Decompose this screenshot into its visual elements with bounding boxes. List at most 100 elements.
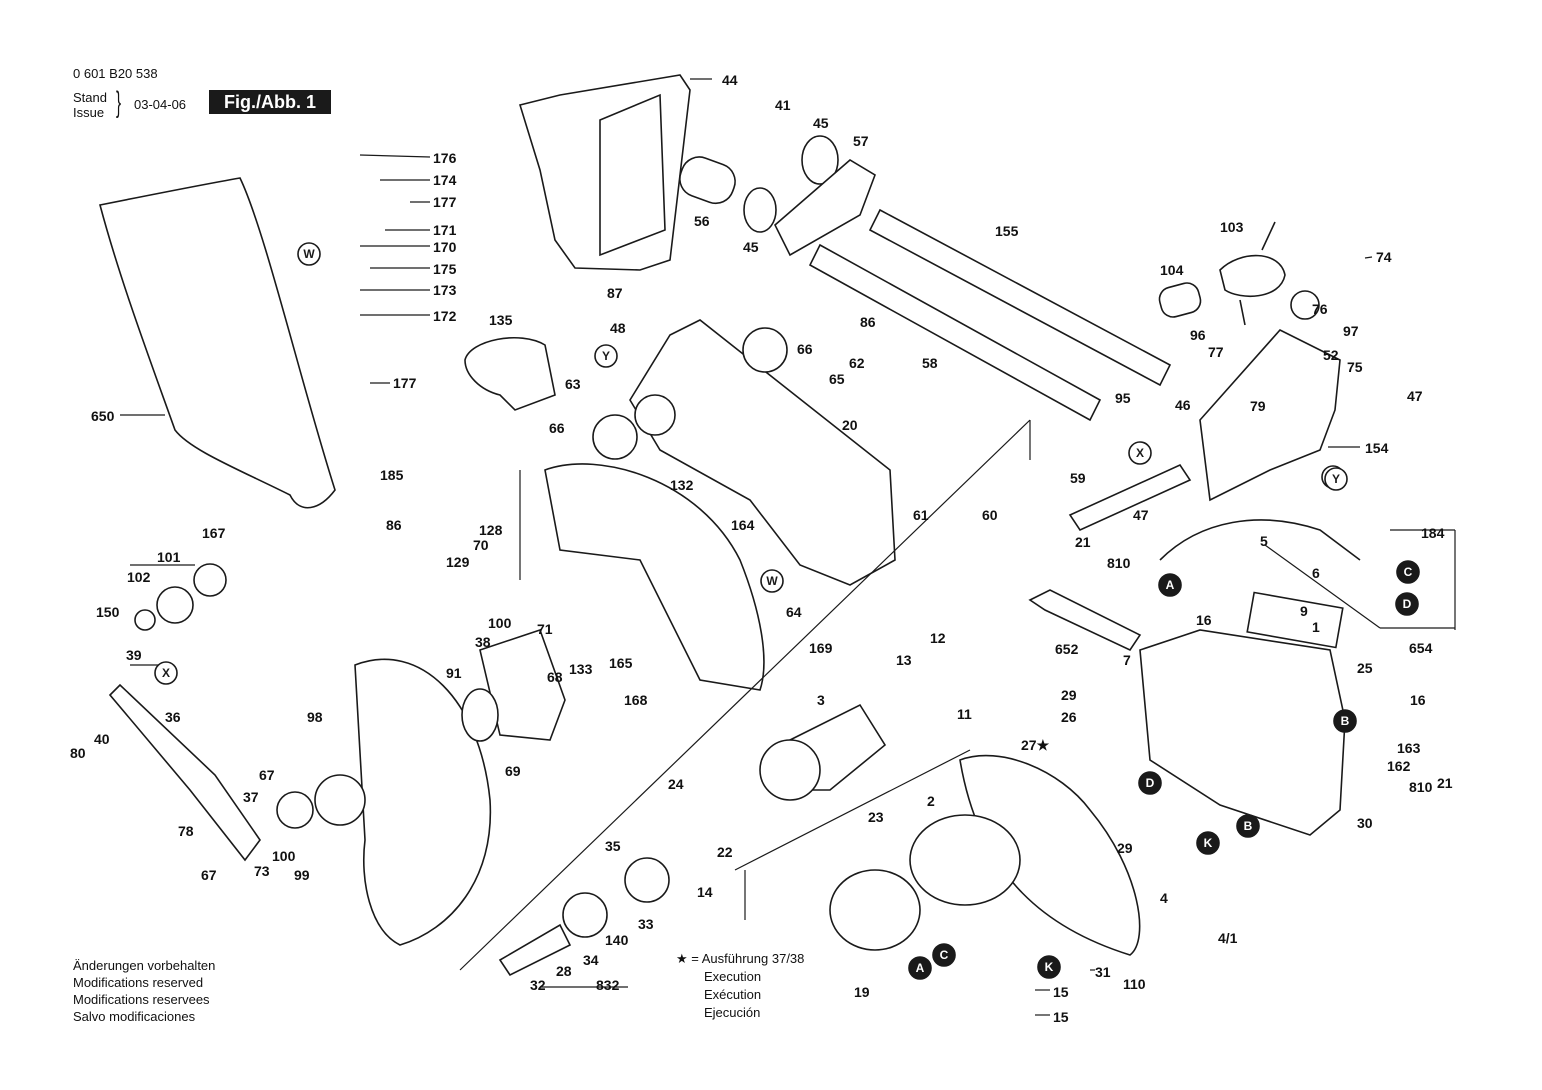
part-number-label: 80 bbox=[70, 745, 86, 761]
reference-marker-a: A bbox=[908, 956, 932, 980]
part-number-label: 135 bbox=[489, 312, 513, 328]
part-number-label: 47 bbox=[1133, 507, 1149, 523]
part-number-label: 52 bbox=[1323, 347, 1339, 363]
svg-text:C: C bbox=[940, 948, 949, 962]
flange bbox=[314, 774, 366, 826]
stator bbox=[909, 814, 1021, 906]
part-number-label: 69 bbox=[505, 763, 521, 779]
reference-marker-c: C bbox=[932, 943, 956, 967]
part-number-label: 110 bbox=[1123, 976, 1146, 992]
upper-blade-guard bbox=[544, 463, 765, 691]
part-number-label: 24 bbox=[668, 776, 684, 792]
reference-marker-d: D bbox=[1138, 771, 1162, 795]
part-number-label: 48 bbox=[610, 320, 626, 336]
reference-marker-w: W bbox=[297, 242, 321, 266]
part-number-label: 185 bbox=[380, 467, 404, 483]
part-number-label: 28 bbox=[556, 963, 572, 979]
washer bbox=[134, 609, 156, 631]
part-number-label: 38 bbox=[475, 634, 491, 650]
lower-blade-guard bbox=[354, 658, 492, 946]
part-number-label: 77 bbox=[1208, 344, 1224, 360]
part-number-label: 64 bbox=[786, 604, 802, 620]
part-number-label: 66 bbox=[549, 420, 565, 436]
part-number-label: 11 bbox=[957, 706, 972, 722]
part-number-label: 5 bbox=[1260, 533, 1268, 549]
retaining-ring bbox=[829, 869, 921, 951]
part-number-label: 71 bbox=[537, 621, 553, 637]
part-number-label: 164 bbox=[731, 517, 755, 533]
part-number-label: 167 bbox=[202, 525, 226, 541]
doc-number: 0 601 B20 538 bbox=[73, 66, 158, 81]
part-number-label: 36 bbox=[165, 709, 181, 725]
part-number-label: 103 bbox=[1220, 219, 1244, 235]
lock-lever bbox=[108, 683, 261, 862]
svg-text:D: D bbox=[1146, 776, 1155, 790]
reference-marker-y: Y bbox=[594, 344, 618, 368]
part-number-label: 66 bbox=[797, 341, 813, 357]
part-number-label: 184 bbox=[1421, 525, 1445, 541]
gear bbox=[624, 857, 670, 903]
part-number-label: 91 bbox=[446, 665, 462, 681]
part-number-label: 62 bbox=[849, 355, 865, 371]
svg-text:A: A bbox=[1166, 578, 1175, 592]
part-number-label: 65 bbox=[829, 371, 845, 387]
part-number-label: 171 bbox=[433, 222, 457, 238]
ring bbox=[801, 135, 839, 185]
part-number-label: 176 bbox=[433, 150, 457, 166]
reference-marker-x: X bbox=[154, 661, 178, 685]
part-number-label: 29 bbox=[1117, 840, 1133, 856]
part-number-label: 21 bbox=[1437, 775, 1453, 791]
part-number-label: 67 bbox=[259, 767, 275, 783]
part-number-label: 98 bbox=[307, 709, 323, 725]
execution-legend: ★ = Ausführung 37/38 Execution Exécution… bbox=[676, 950, 804, 1022]
knob bbox=[1290, 290, 1320, 320]
reference-marker-a: A bbox=[1158, 573, 1182, 597]
part-number-label: 61 bbox=[913, 507, 929, 523]
part-number-label: 16 bbox=[1410, 692, 1426, 708]
part-number-label: 39 bbox=[126, 647, 142, 663]
part-number-label: 650 bbox=[91, 408, 115, 424]
part-number-label: 810 bbox=[1409, 779, 1433, 795]
part-number-label: 15 bbox=[1053, 1009, 1069, 1025]
reference-marker-d: D bbox=[1395, 592, 1419, 616]
stand-label: Stand bbox=[73, 90, 107, 105]
washer bbox=[742, 327, 788, 373]
flange bbox=[193, 563, 227, 597]
part-number-label: 95 bbox=[1115, 390, 1131, 406]
part-number-label: 22 bbox=[717, 844, 733, 860]
part-number-label: 3 bbox=[817, 692, 825, 708]
part-number-label: 140 bbox=[605, 932, 629, 948]
part-number-label: 170 bbox=[433, 239, 457, 255]
part-number-label: 150 bbox=[96, 604, 120, 620]
bearing bbox=[562, 892, 608, 938]
part-number-label: 99 bbox=[294, 867, 310, 883]
part-number-label: 30 bbox=[1357, 815, 1373, 831]
spindle bbox=[498, 923, 572, 977]
pivot-bracket bbox=[1199, 329, 1341, 502]
guide-plate bbox=[774, 159, 876, 257]
header-brace: } bbox=[116, 86, 122, 119]
guide-rod bbox=[808, 243, 1102, 422]
part-number-label: 169 bbox=[809, 640, 833, 656]
part-number-label: 101 bbox=[157, 549, 181, 565]
part-number-label: 16 bbox=[1196, 612, 1212, 628]
part-number-label: 165 bbox=[609, 655, 633, 671]
reference-marker-x: X bbox=[1128, 441, 1152, 465]
part-number-label: 37 bbox=[243, 789, 259, 805]
svg-text:C: C bbox=[1404, 565, 1413, 579]
part-number-label: 67 bbox=[201, 867, 217, 883]
part-number-label: 102 bbox=[127, 569, 151, 585]
svg-text:X: X bbox=[162, 666, 170, 680]
part-number-label: 2 bbox=[927, 793, 935, 809]
svg-text:X: X bbox=[1136, 446, 1144, 460]
guide-rod bbox=[868, 208, 1172, 387]
legend-line: Exécution bbox=[704, 987, 762, 1002]
part-number-label: 56 bbox=[694, 213, 710, 229]
part-number-label: 63 bbox=[565, 376, 581, 392]
part-number-label: 128 bbox=[479, 522, 503, 538]
torsion-spring bbox=[1219, 254, 1286, 298]
part-number-label: 44 bbox=[722, 72, 738, 88]
part-number-label: 70 bbox=[473, 537, 489, 553]
ring bbox=[743, 187, 777, 233]
svg-text:W: W bbox=[303, 247, 315, 261]
